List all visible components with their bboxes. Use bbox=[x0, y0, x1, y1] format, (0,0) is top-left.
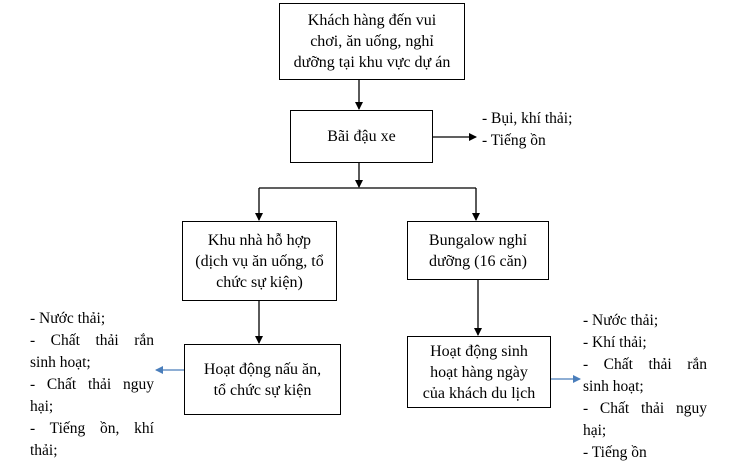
node-cooking-line: Hoạt động nấu ăn, bbox=[203, 360, 322, 378]
output-item: - Tiếng ồn bbox=[583, 444, 647, 461]
output-item: - Nước thải; bbox=[583, 312, 659, 329]
node-complex-line: (dịch vụ ăn uống, tổ bbox=[195, 252, 324, 270]
output-item: - Tiếng ồn, khí bbox=[30, 420, 154, 437]
daily-output-list: - Nước thải; - Khí thải; - Chất thải rắn… bbox=[583, 310, 707, 461]
node-parking-label: Bãi đậu xe bbox=[327, 128, 396, 145]
node-complex-line: chức sự kiện) bbox=[216, 273, 303, 291]
node-daily: Hoạt động sinh hoạt hàng ngày của khách … bbox=[407, 336, 551, 408]
node-start-line: Khách hàng đến vui bbox=[307, 12, 437, 29]
node-cooking-line: tổ chức sự kiện bbox=[213, 381, 312, 399]
node-cooking: Hoạt động nấu ăn, tổ chức sự kiện bbox=[184, 344, 341, 415]
cooking-output-list: - Nước thải; - Chất thải rắn sinh hoạt; … bbox=[30, 308, 154, 461]
node-daily-line: Hoạt động sinh bbox=[430, 342, 528, 360]
output-item: sinh hoạt; bbox=[583, 378, 644, 395]
output-item: hại; bbox=[583, 422, 607, 439]
output-item: hại; bbox=[30, 398, 54, 415]
node-complex: Khu nhà hỗ hợp (dịch vụ ăn uống, tổ chức… bbox=[182, 221, 337, 301]
output-item: - Khí thải; bbox=[583, 334, 647, 351]
output-item: sinh hoạt; bbox=[30, 354, 91, 371]
node-start: Khách hàng đến vui chơi, ăn uống, nghỉ d… bbox=[279, 3, 465, 80]
output-item: - Chất thải nguy bbox=[30, 376, 154, 393]
output-item: - Nước thải; bbox=[30, 310, 106, 327]
output-item: - Tiếng ồn bbox=[482, 132, 546, 149]
node-bungalow-line: Bungalow nghỉ bbox=[428, 231, 528, 249]
node-parking: Bãi đậu xe bbox=[290, 110, 433, 163]
output-item: - Chất thải rắn bbox=[583, 356, 707, 373]
output-item: - Chất thải rắn bbox=[30, 332, 154, 349]
output-item: - Bụi, khí thải; bbox=[482, 110, 573, 127]
node-start-line: chơi, ăn uống, nghỉ bbox=[310, 33, 434, 50]
node-daily-line: của khách du lịch bbox=[422, 384, 536, 402]
node-daily-line: hoạt hàng ngày bbox=[430, 363, 528, 381]
node-bungalow: Bungalow nghỉ dưỡng (16 căn) bbox=[407, 221, 549, 280]
parking-output-list: - Bụi, khí thải; - Tiếng ồn bbox=[482, 108, 572, 152]
output-item: thải; bbox=[30, 442, 58, 459]
node-bungalow-line: dưỡng (16 căn) bbox=[429, 252, 527, 270]
node-start-line: dưỡng tại khu vực dự án bbox=[293, 54, 451, 71]
output-item: - Chất thải nguy bbox=[583, 400, 707, 417]
node-complex-line: Khu nhà hỗ hợp bbox=[207, 231, 312, 249]
